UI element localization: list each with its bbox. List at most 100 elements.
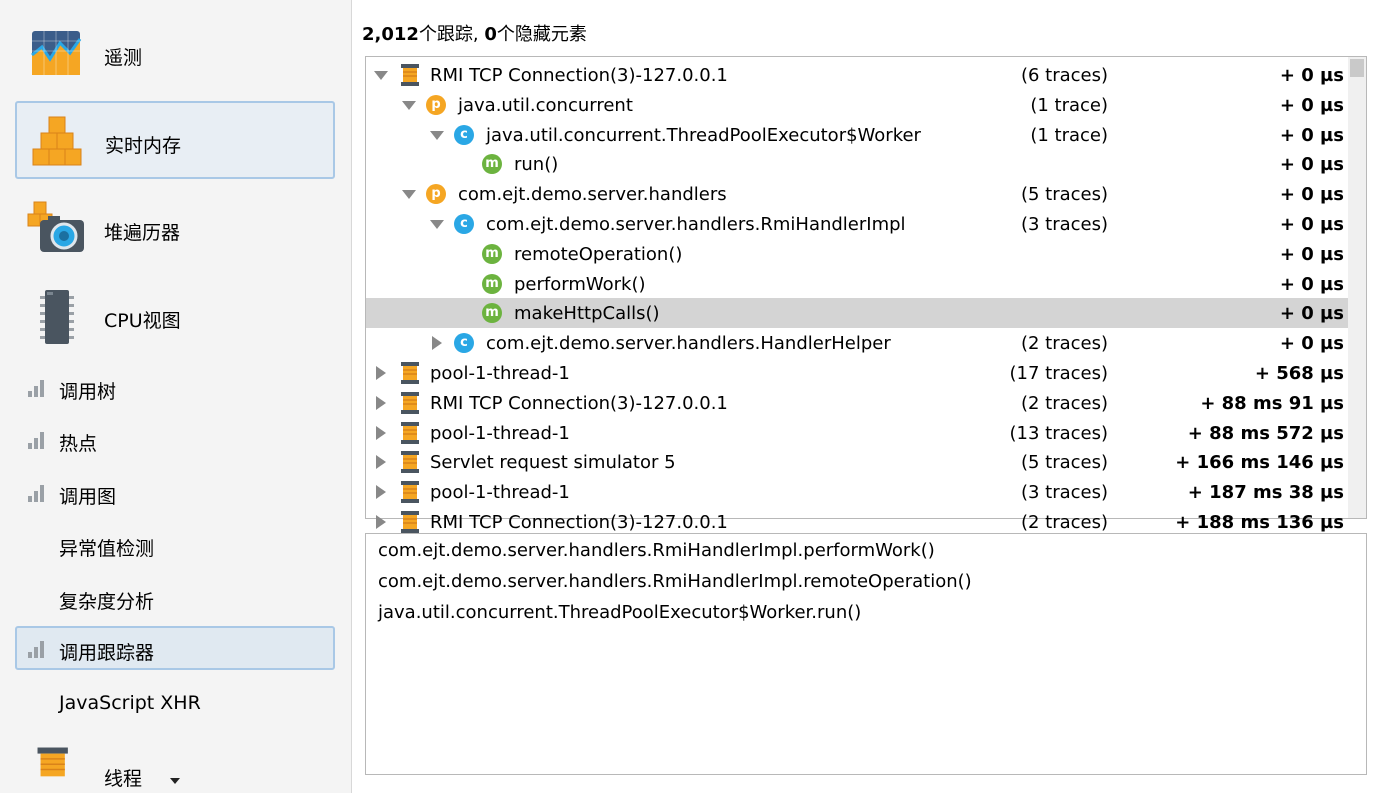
tree-node-name: com.ejt.demo.server.handlers — [458, 184, 727, 206]
tree-row[interactable]: pool-1-thread-1(13 traces)+ 88 ms 572 µs — [366, 418, 1348, 448]
expand-triangle-icon[interactable] — [376, 366, 386, 380]
sidebar-item-label: 异常值检测 — [59, 538, 155, 560]
live-memory-cubes-icon — [32, 116, 82, 166]
collapse-triangle-icon[interactable] — [430, 130, 444, 140]
bar-chart-icon — [28, 432, 48, 449]
scrollbar-thumb[interactable] — [1350, 59, 1364, 77]
time-offset-cell: + 0 µs — [1279, 124, 1344, 146]
trace-count-cell: (13 traces) — [1009, 422, 1108, 444]
time-offset-cell: + 0 µs — [1279, 184, 1344, 206]
time-offset-cell: + 0 µs — [1279, 273, 1344, 295]
tree-node-name: java.util.concurrent.ThreadPoolExecutor$… — [486, 124, 921, 146]
bar-chart-icon — [28, 380, 48, 397]
sidebar-item-javascript-xhr[interactable]: JavaScript XHR — [15, 680, 335, 724]
sidebar-item-outlier-detection[interactable]: 异常值检测 — [15, 522, 335, 566]
sidebar-item-label: JavaScript XHR — [59, 692, 201, 714]
sidebar-item-complexity-analysis[interactable]: 复杂度分析 — [15, 575, 335, 619]
time-offset-cell: + 0 µs — [1279, 65, 1344, 86]
trace-tree[interactable]: RMI TCP Connection(3)-127.0.0.1 (6 traces… — [365, 56, 1367, 533]
tree-row[interactable]: RMI TCP Connection(3)-127.0.0.1(2 traces… — [366, 507, 1348, 537]
tree-node-name: run() — [514, 154, 559, 176]
heap-walker-camera-icon — [27, 201, 84, 252]
sidebar-item-label: 复杂度分析 — [59, 591, 155, 613]
sidebar-item-label: 调用跟踪器 — [59, 642, 155, 664]
method-icon: m — [482, 303, 502, 324]
tree-row[interactable]: c java.util.concurrent.ThreadPoolExecutor… — [366, 120, 1348, 150]
time-offset-cell: + 88 ms 572 µs — [1187, 422, 1344, 444]
class-icon: c — [454, 333, 474, 354]
collapse-triangle-icon[interactable] — [402, 190, 416, 200]
method-icon: m — [482, 273, 502, 294]
tree-node-name: RMI TCP Connection(3)-127.0.0.1 — [430, 512, 728, 533]
bar-chart-icon — [28, 641, 48, 658]
sidebar: 遥测 实时内存 堆遍历器 — [0, 0, 352, 793]
sidebar-scroll-down-icon[interactable] — [170, 778, 180, 784]
sidebar-item-label: 实时内存 — [105, 135, 182, 157]
trace-count-cell: (1 trace) — [1030, 94, 1108, 116]
method-icon: m — [482, 154, 502, 175]
trace-count: 2,012 — [362, 24, 419, 45]
sidebar-item-label: 调用树 — [59, 381, 117, 403]
trace-count-cell: (3 traces) — [1020, 482, 1108, 504]
tree-row[interactable]: m performWork() + 0 µs — [366, 269, 1348, 299]
tree-vertical-scrollbar[interactable] — [1348, 57, 1366, 518]
sidebar-item-live-memory[interactable]: 实时内存 — [15, 101, 335, 179]
time-offset-cell: + 187 ms 38 µs — [1187, 482, 1344, 504]
sidebar-item-threads[interactable]: 线程 — [15, 733, 335, 811]
sidebar-item-label: 堆遍历器 — [104, 222, 181, 244]
class-icon: c — [454, 214, 474, 234]
sidebar-item-label: CPU视图 — [104, 310, 181, 332]
trace-count-cell: (2 traces) — [1020, 392, 1108, 414]
time-offset-cell: + 166 ms 146 µs — [1175, 452, 1344, 474]
expand-triangle-icon[interactable] — [432, 336, 442, 351]
time-offset-cell: + 0 µs — [1279, 333, 1344, 355]
tree-row[interactable]: RMI TCP Connection(3)-127.0.0.1 (2 traces… — [366, 388, 1348, 418]
sidebar-item-hot-spots[interactable]: 热点 — [15, 417, 335, 461]
collapse-triangle-icon[interactable] — [430, 220, 444, 229]
sidebar-item-call-tracer[interactable]: 调用跟踪器 — [15, 626, 335, 670]
time-offset-cell: + 0 µs — [1279, 154, 1344, 176]
trace-count-cell: (17 traces) — [1009, 363, 1108, 384]
tree-node-name: RMI TCP Connection(3)-127.0.0.1 — [430, 65, 728, 86]
tree-row[interactable]: pool-1-thread-1(17 traces)+ 568 µs — [366, 358, 1348, 388]
class-icon: c — [454, 124, 474, 145]
sidebar-item-cpu-views[interactable]: CPU视图 — [15, 277, 335, 355]
expand-triangle-icon[interactable] — [376, 485, 386, 500]
tree-node-name: RMI TCP Connection(3)-127.0.0.1 — [430, 392, 728, 414]
cpu-chip-icon — [40, 290, 74, 344]
sidebar-item-heap-walker[interactable]: 堆遍历器 — [15, 189, 335, 267]
tree-row[interactable]: RMI TCP Connection(3)-127.0.0.1 (6 traces… — [366, 60, 1348, 90]
expand-triangle-icon[interactable] — [376, 395, 386, 410]
package-icon: p — [426, 184, 446, 205]
expand-triangle-icon[interactable] — [376, 515, 386, 529]
trace-count-cell: (1 trace) — [1030, 124, 1108, 146]
trace-count-cell: (2 traces) — [1020, 333, 1108, 355]
time-offset-cell: + 0 µs — [1279, 94, 1344, 116]
tree-row[interactable]: Servlet request simulator 5(5 traces)+ 1… — [366, 447, 1348, 477]
method-icon: m — [482, 243, 502, 264]
time-offset-cell: + 88 ms 91 µs — [1200, 392, 1344, 414]
hidden-count-label: 个隐藏元素 — [496, 24, 587, 45]
telemetry-chart-icon — [31, 31, 82, 75]
stack-frame-line: java.util.concurrent.ThreadPoolExecutor$… — [378, 602, 862, 623]
trace-count-cell: (3 traces) — [1020, 214, 1108, 235]
expand-triangle-icon[interactable] — [376, 455, 386, 470]
collapse-triangle-icon[interactable] — [402, 100, 416, 110]
expand-triangle-icon[interactable] — [376, 425, 386, 440]
trace-count-cell: (6 traces) — [1020, 65, 1108, 86]
tree-row[interactable]: m run() + 0 µs — [366, 149, 1348, 179]
sidebar-item-telemetry[interactable]: 遥测 — [15, 14, 335, 92]
collapse-triangle-icon[interactable] — [374, 71, 388, 80]
sidebar-item-call-tree[interactable]: 调用树 — [15, 365, 335, 409]
sidebar-item-call-graph[interactable]: 调用图 — [15, 470, 335, 514]
stack-frame-line: com.ejt.demo.server.handlers.RmiHandlerI… — [378, 571, 972, 592]
tree-node-name: performWork() — [514, 273, 646, 295]
trace-summary: 2,012个跟踪, 0个隐藏元素 — [362, 20, 587, 46]
tree-row[interactable]: pool-1-thread-1(3 traces)+ 187 ms 38 µs — [366, 477, 1348, 507]
